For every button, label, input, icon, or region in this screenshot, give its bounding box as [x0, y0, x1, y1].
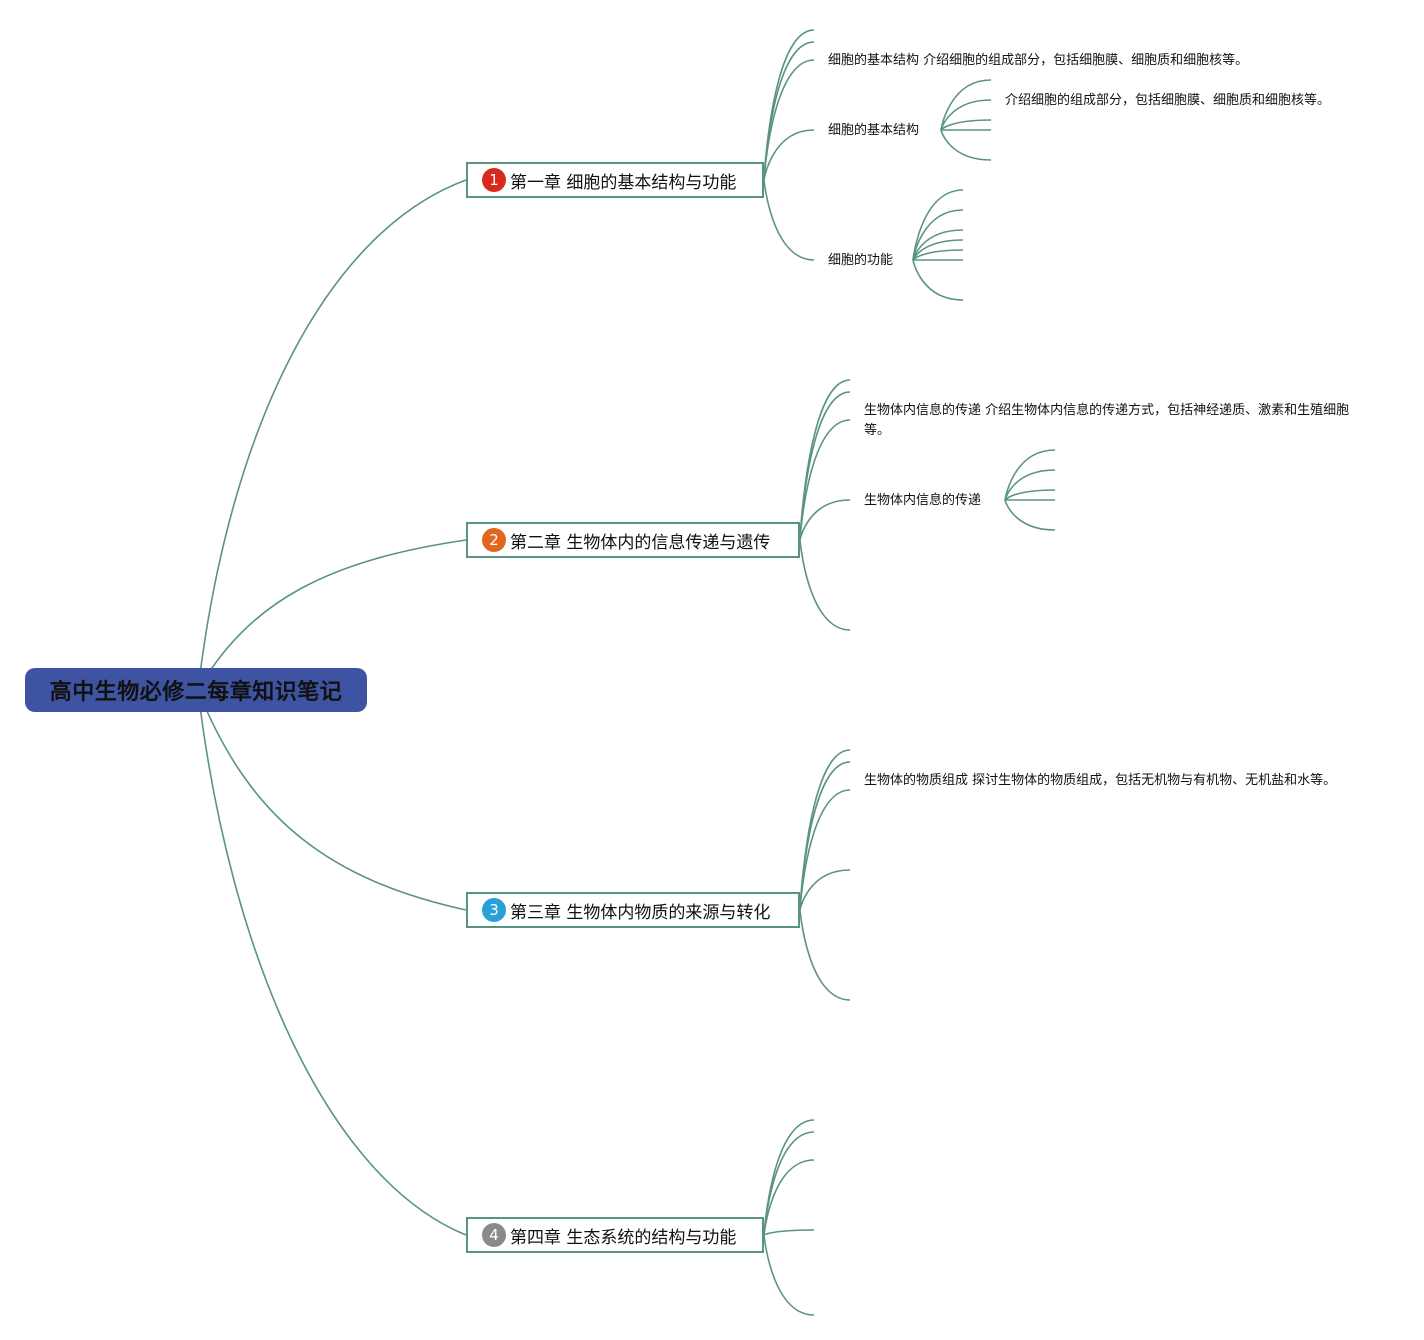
chapter-1-number-badge: 1	[482, 168, 506, 192]
chapter-3-item-1[interactable]: 生物体的物质组成 探讨生物体的物质组成，包括无机物与有机物、无机盐和水等。	[864, 773, 1337, 788]
connector-ch3-1	[799, 749, 851, 911]
chapter-3-number-badge: 3	[482, 898, 506, 922]
chapter-1-topic[interactable]: 1 第一章 细胞的基本结构与功能	[466, 162, 764, 198]
connector-ch1-5	[763, 179, 815, 261]
chapter-2-item-2[interactable]: 生物体内信息的传递	[864, 493, 982, 508]
connector-ch2-4	[799, 499, 851, 541]
connector-ch1-4	[763, 129, 815, 181]
connector-ch3-5	[799, 909, 851, 1001]
connector-ch2-sub-5	[1004, 499, 1056, 531]
connector-root-ch3	[197, 689, 467, 911]
chapter-1-item-2[interactable]: 细胞的基本结构	[828, 123, 920, 138]
chapter-2-number-badge: 2	[482, 528, 506, 552]
chapter-4-title: 第四章 生态系统的结构与功能	[510, 1227, 737, 1248]
chapter-2-topic[interactable]: 2 第二章 生物体内的信息传递与遗传	[466, 522, 800, 558]
root-topic[interactable]: 高中生物必修二每章知识笔记	[25, 668, 367, 712]
connector-ch2-1	[799, 379, 851, 541]
chapter-1-item-1[interactable]: 细胞的基本结构 介绍细胞的组成部分，包括细胞膜、细胞质和细胞核等。	[828, 53, 1249, 68]
chapter-4-topic[interactable]: 4 第四章 生态系统的结构与功能	[466, 1217, 764, 1253]
chapter-2-title: 第二章 生物体内的信息传递与遗传	[510, 532, 771, 553]
connector-ch1-sub-3	[940, 119, 992, 131]
connector-ch2-5	[799, 539, 851, 631]
chapter-1-title: 第一章 细胞的基本结构与功能	[510, 172, 737, 193]
root-title: 高中生物必修二每章知识笔记	[49, 680, 343, 705]
chapter-3-title: 第三章 生物体内物质的来源与转化	[510, 902, 771, 923]
connector-root-ch2	[197, 539, 467, 691]
connector-ch1-func-7	[912, 259, 964, 301]
chapter-1-item-3[interactable]: 细胞的功能	[828, 253, 894, 268]
connector-root-ch4	[197, 689, 467, 1236]
chapter-2-item-1[interactable]: 生物体内信息的传递 介绍生物体内信息的传递方式，包括神经递质、激素和生殖细胞等。	[864, 403, 1350, 438]
connector-ch1-sub-5	[940, 129, 992, 161]
connector-ch4-1	[763, 1119, 815, 1236]
chapter-3-topic[interactable]: 3 第三章 生物体内物质的来源与转化	[466, 892, 800, 928]
connector-ch3-4	[799, 869, 851, 911]
connector-root-ch1	[197, 179, 467, 691]
chapter-1-item-2-child-1[interactable]: 介绍细胞的组成部分，包括细胞膜、细胞质和细胞核等。	[1005, 93, 1331, 108]
chapter-4-number-badge: 4	[482, 1223, 506, 1247]
connector-ch4-3	[763, 1159, 815, 1236]
connector-ch4-5	[763, 1234, 815, 1316]
connector-ch4-4	[763, 1229, 815, 1236]
connector-ch2-sub-3	[1004, 489, 1056, 501]
